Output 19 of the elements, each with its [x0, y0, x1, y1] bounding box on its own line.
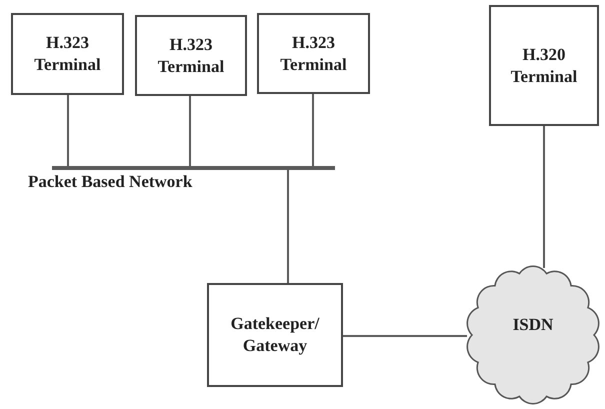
- connector-line: [287, 170, 289, 283]
- connector-line: [543, 126, 545, 268]
- terminal-box: [489, 5, 599, 126]
- connector-line: [67, 95, 69, 166]
- node-label: H.323 Terminal: [156, 34, 226, 78]
- network-label: Packet Based Network: [28, 172, 192, 192]
- connector-line: [189, 96, 191, 166]
- terminal-box: [135, 15, 247, 96]
- node-label: H.323 Terminal: [33, 32, 102, 76]
- terminal-box: [11, 13, 124, 95]
- terminal-box: [207, 283, 343, 387]
- connector-line: [343, 335, 467, 337]
- network-bus: [52, 166, 335, 170]
- connector-line: [312, 94, 314, 166]
- node-label: H.320 Terminal: [510, 44, 578, 88]
- node-label: Gatekeeper/ Gateway: [230, 313, 320, 357]
- node-label: H.323 Terminal: [279, 32, 348, 76]
- node-label: ISDN: [512, 314, 554, 336]
- terminal-box: [257, 13, 370, 94]
